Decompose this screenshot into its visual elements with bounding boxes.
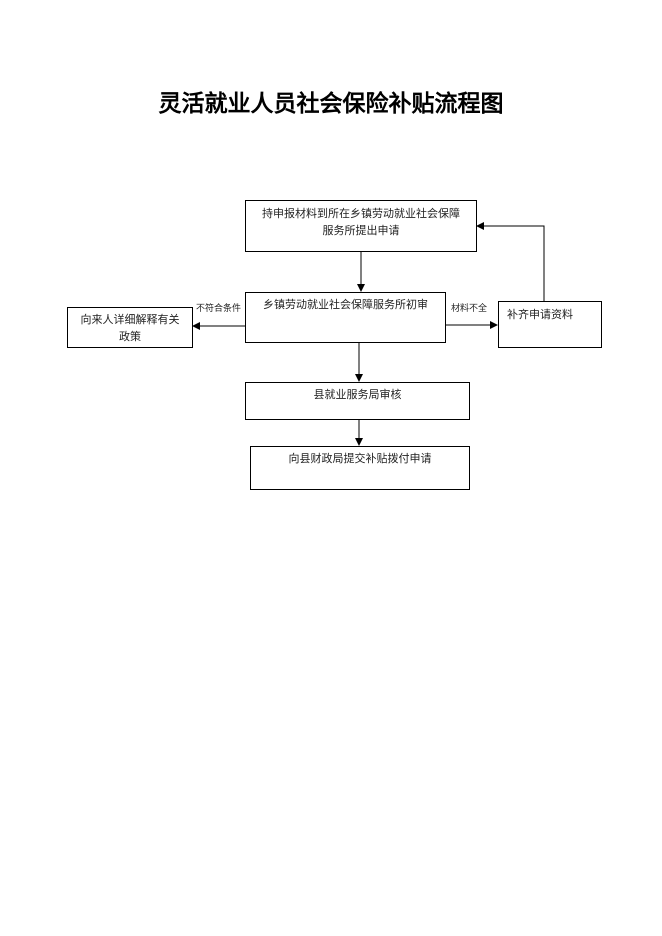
node-text: 政策	[119, 330, 141, 343]
node-initial-review: 乡镇劳动就业社会保障服务所初审	[245, 292, 446, 343]
edge-label-incomplete: 材料不全	[451, 304, 488, 314]
node-finance-request: 向县财政局提交补贴拨付申请	[250, 446, 470, 490]
node-text: 县就业服务局审核	[313, 388, 402, 401]
node-explain-policy: 向来人详细解释有关 政策	[67, 307, 193, 348]
edge-label-not-eligible: 不符合条件	[196, 304, 242, 314]
node-text: 服务所提出申请	[322, 224, 400, 237]
node-text: 补齐申请资料	[507, 308, 573, 321]
page-title: 灵活就业人员社会保险补贴流程图	[158, 91, 504, 117]
node-text: 向来人详细解释有关	[80, 313, 180, 326]
node-submit-application: 持申报材料到所在乡镇劳动就业社会保障 服务所提出申请	[245, 200, 477, 252]
node-text: 向县财政局提交补贴拨付申请	[288, 452, 432, 465]
node-text: 持申报材料到所在乡镇劳动就业社会保障	[262, 207, 460, 220]
node-county-review: 县就业服务局审核	[245, 382, 470, 420]
arrow-supplement-to-submit	[476, 222, 545, 301]
node-supplement-materials: 补齐申请资料	[498, 301, 602, 348]
node-text: 乡镇劳动就业社会保障服务所初审	[263, 298, 428, 311]
